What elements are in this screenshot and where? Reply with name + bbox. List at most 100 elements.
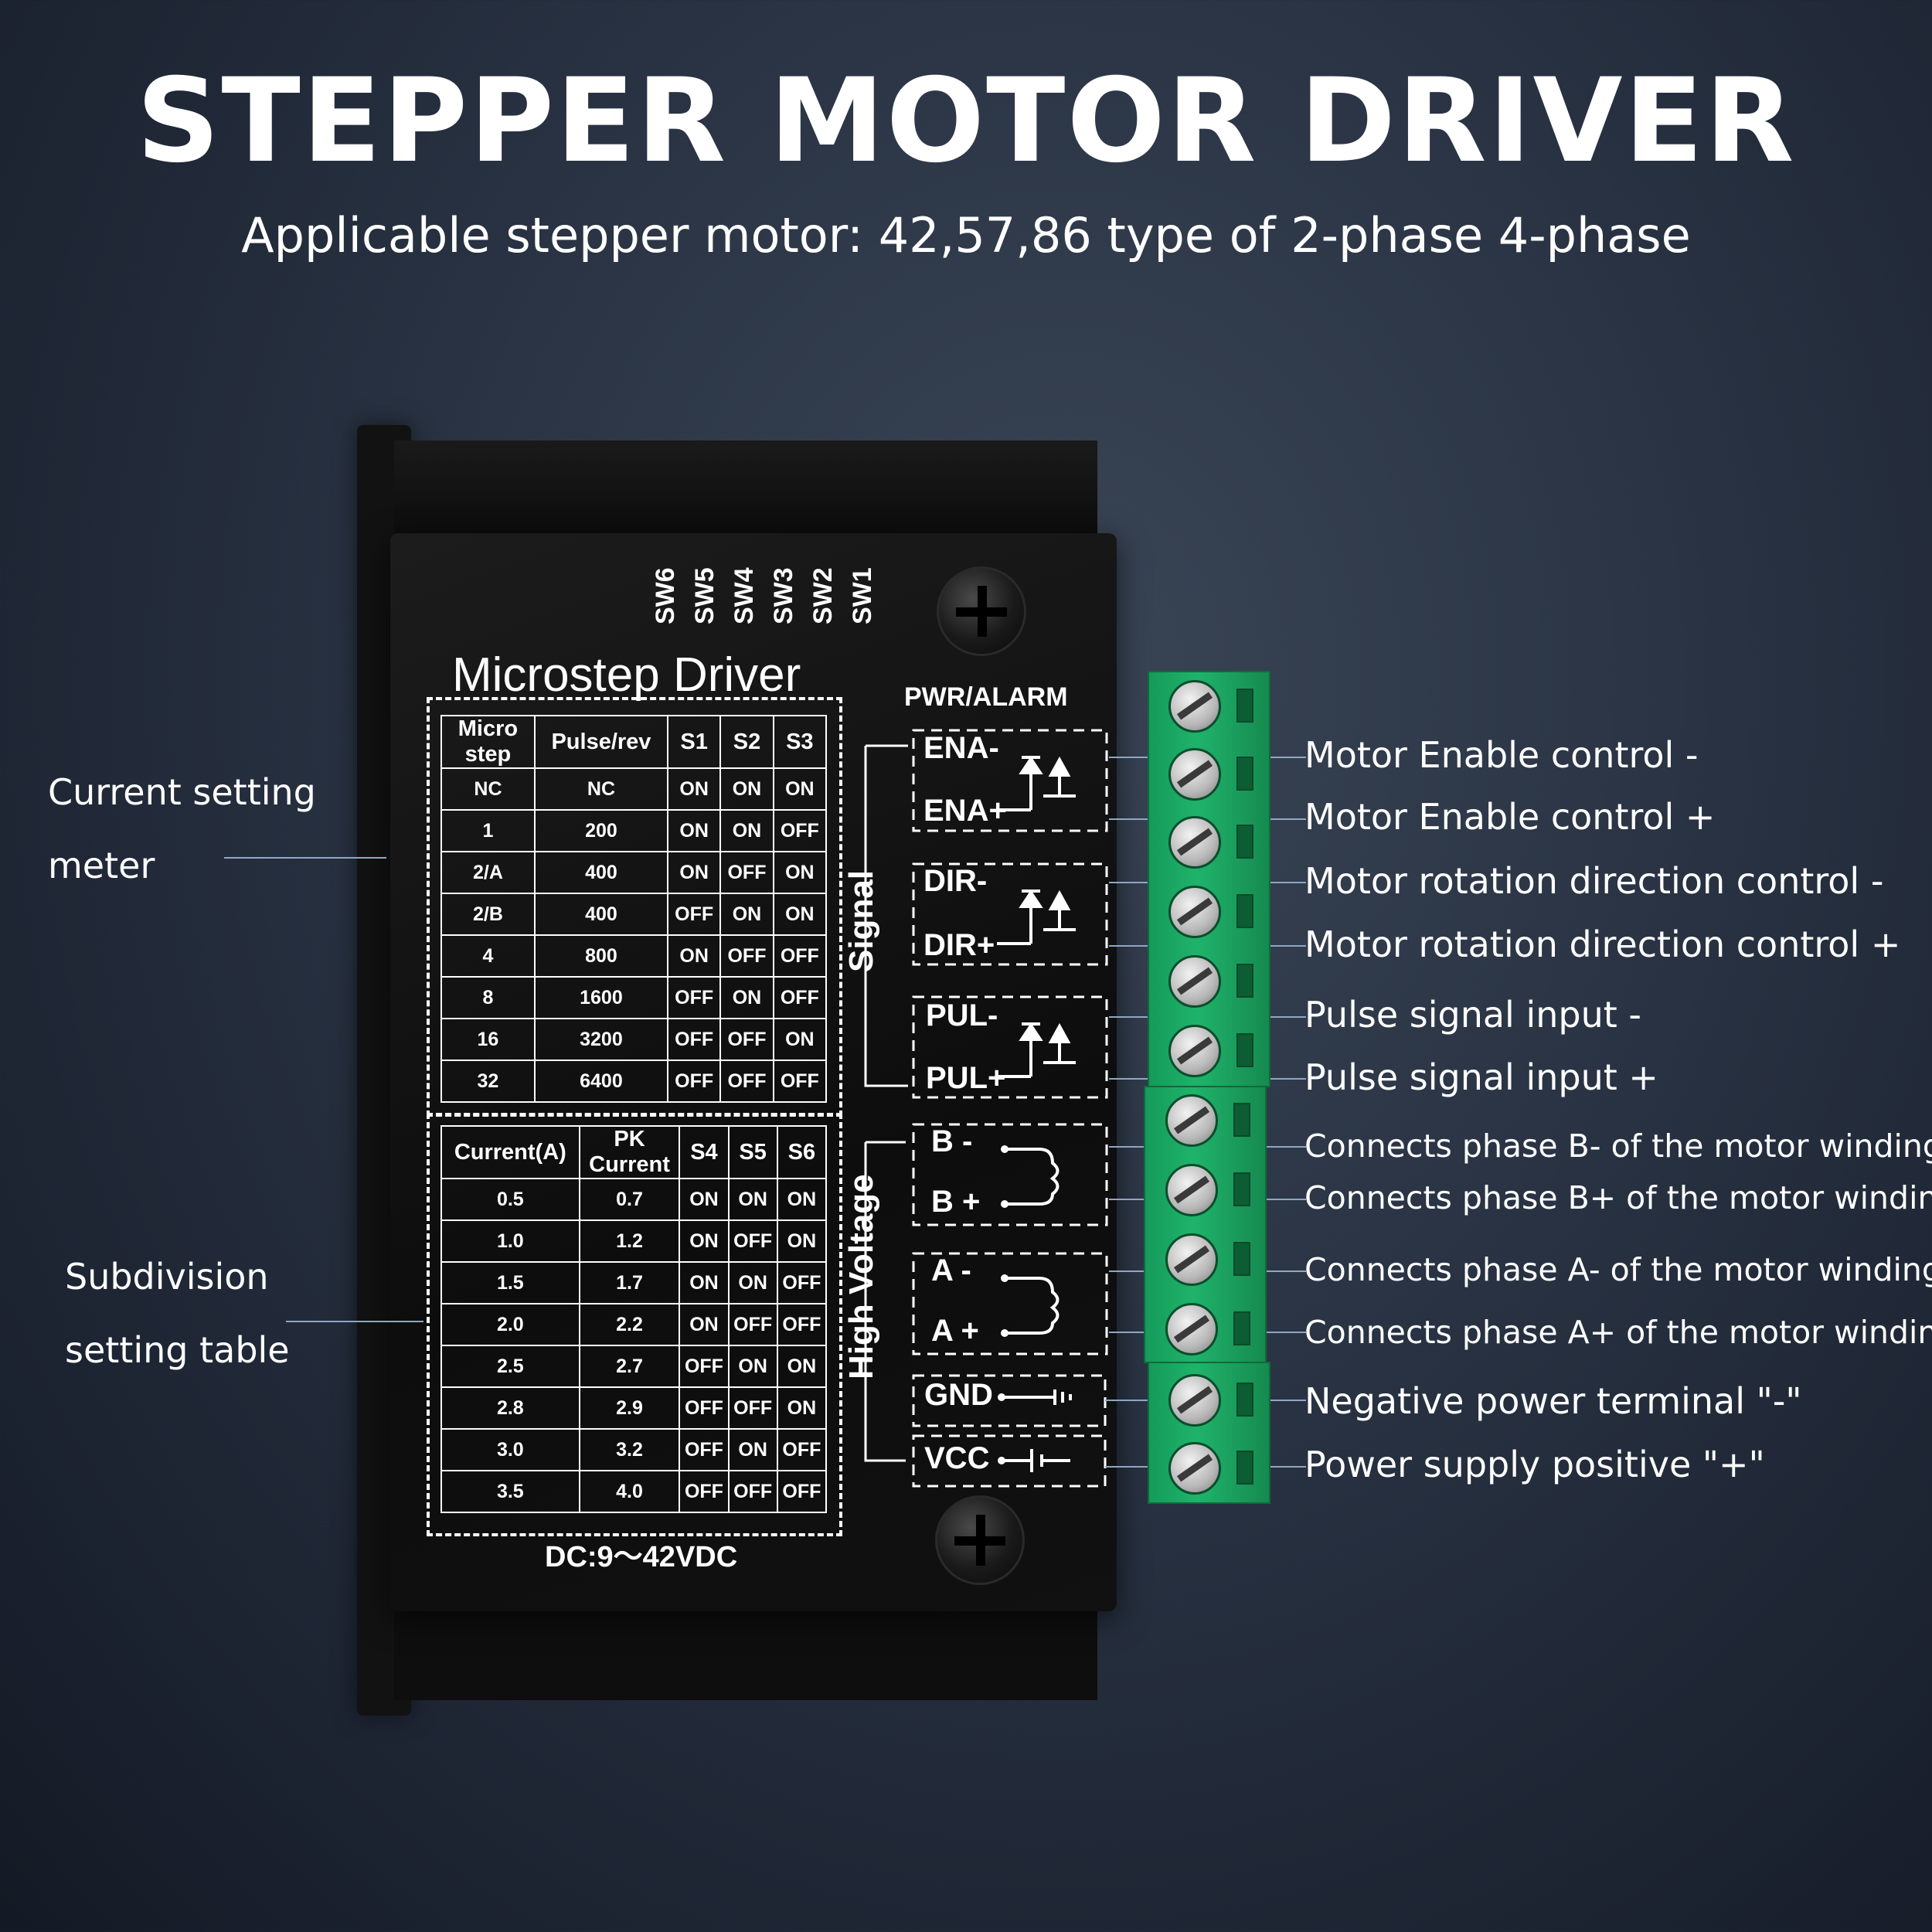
ground-symbol-icon <box>1002 1389 1072 1405</box>
callout-label: Connects phase A- of the motor winding <box>1304 1251 1932 1288</box>
table-header-cell: S1 <box>666 715 722 769</box>
page-subtitle: Applicable stepper motor: 42,57,86 type … <box>241 207 1691 264</box>
table-cell: OFF <box>719 851 774 894</box>
table-cell: ON <box>666 809 722 852</box>
pin-label: A + <box>931 1314 979 1348</box>
terminal-screw-icon[interactable] <box>1168 816 1221 869</box>
table-cell: OFF <box>772 809 828 852</box>
table-cell: ON <box>772 851 828 894</box>
terminal-screw-icon[interactable] <box>1165 1094 1218 1147</box>
table-cell: 400 <box>533 893 669 936</box>
a-phase-frame <box>912 1252 1108 1355</box>
terminal-screw-icon[interactable] <box>1168 1442 1221 1495</box>
table-header-cell: Current(A) <box>440 1125 580 1179</box>
table-cell: 400 <box>533 851 669 894</box>
optocoupler-icon <box>997 1022 1076 1078</box>
current-setting-label: Current setting meter <box>48 756 342 903</box>
terminal-screw-icon[interactable] <box>1165 1233 1218 1286</box>
table-cell: ON <box>727 1428 778 1471</box>
table-cell: OFF <box>679 1470 730 1513</box>
table-cell: OFF <box>727 1386 778 1430</box>
table-cell: 32 <box>440 1060 536 1103</box>
terminal-slot <box>1236 1383 1253 1417</box>
table-cell: 1.7 <box>578 1261 681 1304</box>
table-cell: OFF <box>666 1018 722 1061</box>
table-cell: OFF <box>727 1219 778 1263</box>
page-title: STEPPER MOTOR DRIVER <box>136 54 1796 189</box>
supply-voltage-label: DC:9～42VDC <box>545 1541 738 1573</box>
vcc-frame <box>912 1434 1107 1488</box>
table-cell: 2.9 <box>578 1386 681 1430</box>
terminal-screw-icon[interactable] <box>1165 1303 1218 1355</box>
table-cell: NC <box>440 767 536 811</box>
table-cell: OFF <box>772 1060 828 1103</box>
table-cell: OFF <box>666 1060 722 1103</box>
terminal-screw-icon[interactable] <box>1168 955 1221 1008</box>
terminal-screw-icon[interactable] <box>1168 1374 1221 1427</box>
table-cell: 2/A <box>440 851 536 894</box>
table-header-cell: S2 <box>719 715 774 769</box>
terminal-screw-icon[interactable] <box>1168 748 1221 801</box>
table-cell: 2.0 <box>440 1303 580 1346</box>
table-cell: ON <box>719 976 774 1019</box>
callout-label: Motor Enable control - <box>1304 734 1699 776</box>
table-cell: 2.8 <box>440 1386 580 1430</box>
table-cell: 1.5 <box>440 1261 580 1304</box>
table-cell: 8 <box>440 976 536 1019</box>
pin-label: B - <box>931 1124 973 1158</box>
table-cell: 1 <box>440 809 536 852</box>
table-cell: ON <box>727 1261 778 1304</box>
table-cell: 2.2 <box>578 1303 681 1346</box>
callout-label: Motor Enable control + <box>1304 796 1716 838</box>
table-header-cell: S5 <box>727 1125 778 1179</box>
signal-terminal-block <box>1148 671 1270 1087</box>
table-cell: ON <box>776 1219 828 1263</box>
terminal-screw-icon[interactable] <box>1168 1025 1221 1077</box>
table-cell: 1.0 <box>440 1219 580 1263</box>
table-cell: 4.0 <box>578 1470 681 1513</box>
table-cell: OFF <box>719 1018 774 1061</box>
pin-label: B + <box>931 1185 981 1219</box>
table-header-cell: S4 <box>679 1125 730 1179</box>
dir-frame <box>912 862 1108 966</box>
callout-label: Connects phase B- of the motor winding <box>1304 1128 1932 1165</box>
terminal-screw-icon[interactable] <box>1168 680 1221 733</box>
terminal-slot <box>1233 1103 1250 1137</box>
callout-label: Connects phase A+ of the motor winding <box>1304 1314 1932 1351</box>
table-cell: OFF <box>719 1060 774 1103</box>
subdivision-label: Subdivision setting table <box>65 1240 359 1387</box>
callout-label: Negative power terminal "-" <box>1304 1380 1802 1422</box>
heatsink-bottom <box>394 1600 1097 1700</box>
callout-label: Pulse signal input + <box>1304 1056 1658 1098</box>
table-cell: OFF <box>772 976 828 1019</box>
table-cell: 1600 <box>533 976 669 1019</box>
terminal-screw-icon[interactable] <box>1165 1164 1218 1216</box>
table-cell: 3.0 <box>440 1428 580 1471</box>
supply-symbol-icon <box>1002 1449 1070 1472</box>
high-voltage-bracket <box>864 1141 906 1462</box>
pin-label: A - <box>931 1253 971 1287</box>
terminal-screw-icon[interactable] <box>1168 886 1221 938</box>
table-cell: ON <box>776 1178 828 1221</box>
table-cell: 16 <box>440 1018 536 1061</box>
table-cell: OFF <box>679 1428 730 1471</box>
pin-label: ENA+ <box>923 794 1007 828</box>
terminal-slot <box>1236 1033 1253 1067</box>
signal-bracket <box>864 744 908 1087</box>
table-cell: OFF <box>666 976 722 1019</box>
table-cell: ON <box>666 934 722 978</box>
terminal-slot <box>1233 1172 1250 1206</box>
pin-label: GND <box>924 1378 993 1412</box>
table-cell: ON <box>772 893 828 936</box>
